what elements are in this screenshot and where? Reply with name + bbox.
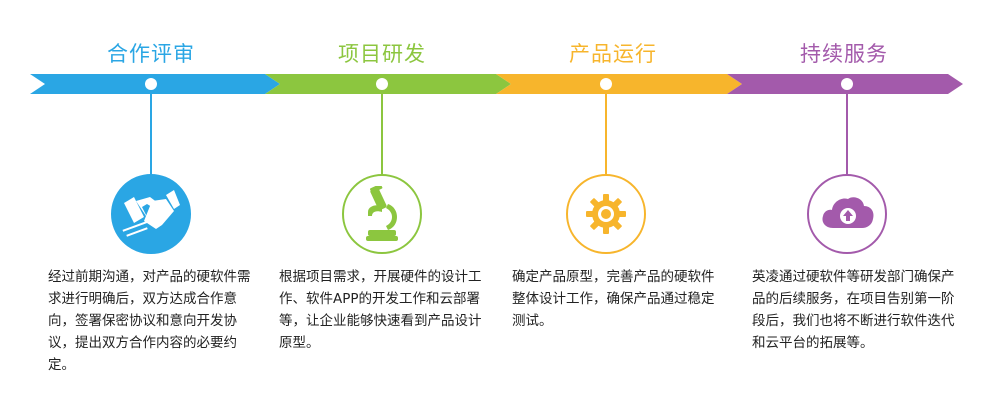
step-title-4: 持续服务 bbox=[800, 42, 888, 66]
connector-line-1 bbox=[150, 90, 152, 176]
step-description-4: 英凌通过硬软件等研发部门确保产品的后续服务，在项目告别第一阶段后，我们也将不断进… bbox=[752, 269, 955, 351]
step-node-2 bbox=[376, 78, 388, 90]
icon-circle-3 bbox=[566, 174, 646, 254]
connector-line-3 bbox=[605, 90, 607, 176]
arrow-step-3 bbox=[496, 74, 742, 94]
step-title-3: 产品运行 bbox=[569, 42, 657, 66]
connector-line-4 bbox=[846, 90, 848, 176]
connector-line-2 bbox=[381, 90, 383, 176]
icon-circle-4 bbox=[807, 174, 887, 254]
step-description-1: 经过前期沟通，对产品的硬软件需求进行明确后，双方达成合作意向，签署保密协议和意向… bbox=[48, 269, 251, 373]
microscope-icon bbox=[366, 186, 398, 241]
gear-icon bbox=[586, 194, 626, 234]
step-description-3: 确定产品原型，完善产品的硬软件整体设计工作，确保产品通过稳定测试。 bbox=[512, 269, 715, 329]
step-title-1: 合作评审 bbox=[107, 42, 195, 66]
icon-circle-1 bbox=[111, 174, 191, 254]
icon-circle-2 bbox=[342, 174, 422, 254]
step-node-3 bbox=[600, 78, 612, 90]
step-title-2: 项目研发 bbox=[338, 42, 426, 66]
handshake-icon bbox=[122, 190, 180, 237]
step-node-1 bbox=[145, 78, 157, 90]
cloud-upload-icon bbox=[822, 197, 874, 228]
step-description-2: 根据项目需求，开展硬件的设计工作、软件APP的开发工作和云部署等，让企业能够快速… bbox=[279, 269, 482, 351]
arrow-step-2 bbox=[265, 74, 511, 94]
step-node-4 bbox=[841, 78, 853, 90]
